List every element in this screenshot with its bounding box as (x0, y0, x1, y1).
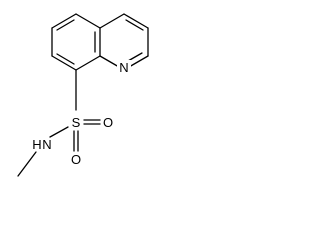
n-ring-label-bg (117, 60, 131, 75)
bond-c5-c6 (51, 13, 77, 29)
ring-nitrogen-label: N (119, 60, 128, 75)
oxygen-right-label: O (103, 115, 113, 130)
bond-s-n (49, 126, 69, 138)
bond-c8-c8a (75, 55, 101, 71)
benzene-ring (51, 13, 101, 71)
chemical-structure-svg: N S O O H N (17, 13, 149, 177)
bond-c4-c3-inner (125, 19, 144, 31)
bond-c4-c3 (123, 13, 149, 29)
bond-n-ch3 (17, 151, 37, 177)
bond-n1-c8a (99, 55, 120, 68)
structure-canvas: N S O O H N (0, 0, 158, 187)
bond-c4a-c5 (75, 13, 101, 29)
bond-c5-c6-inner (56, 19, 75, 31)
bond-c2-n1 (128, 55, 149, 68)
sulfonamide-group (17, 69, 101, 177)
bond-c4a-c4 (99, 13, 125, 29)
amide-nitrogen-label: N (42, 137, 51, 152)
oxygen-bottom-label: O (71, 152, 81, 167)
pyridine-ring (99, 13, 149, 68)
atom-labels: N S O O H N (32, 60, 131, 167)
sulfur-label: S (72, 115, 81, 130)
bond-c7-c8 (51, 55, 77, 71)
bond-c7-c8-inner (56, 53, 75, 65)
amide-hydrogen-label: H (32, 137, 41, 152)
bond-c2-n1-inner (127, 52, 143, 62)
